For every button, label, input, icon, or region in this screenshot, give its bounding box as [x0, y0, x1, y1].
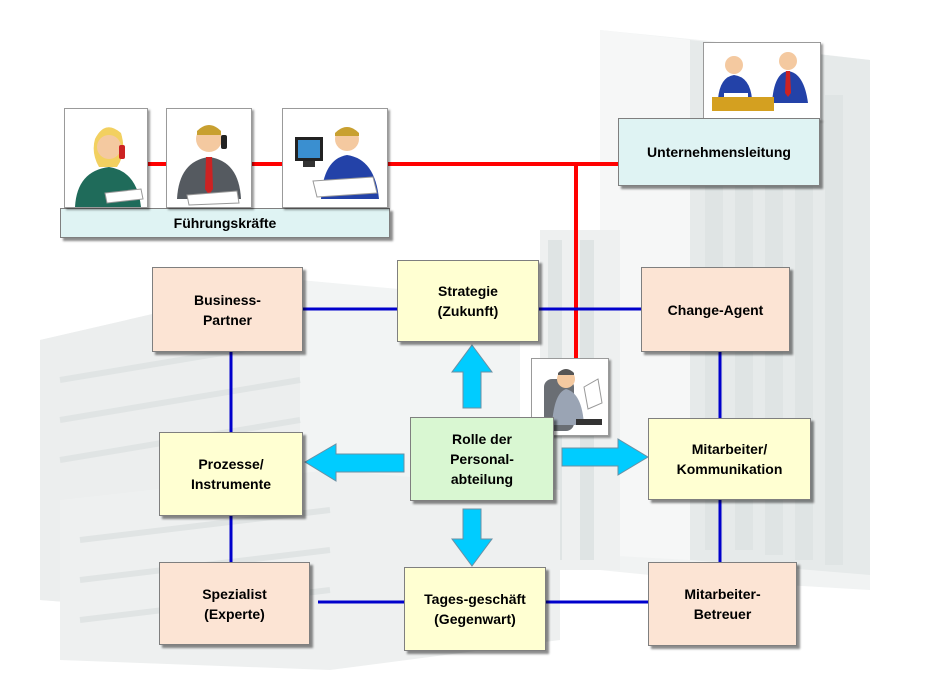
box-tagesgeschaeft: Tages-geschäft (Gegenwart)	[404, 567, 546, 651]
box-spezialist: Spezialist (Experte)	[159, 562, 310, 645]
arrow-up	[451, 344, 493, 409]
leadership-bar-label: Führungskräfte	[173, 215, 277, 231]
box-mitarbeiter-kommunikation: Mitarbeiter/ Kommunikation	[648, 418, 811, 500]
man-computer-icon	[295, 127, 379, 199]
blue-lines	[229, 307, 722, 604]
box-spezialist-label: Spezialist (Experte)	[202, 585, 267, 622]
management-box-label: Unternehmensleitung	[647, 144, 791, 160]
center-box-personalabteilung: Rolle der Personal- abteilung	[410, 417, 554, 501]
leadership-bar: Führungskräfte	[60, 208, 390, 238]
arrow-left	[304, 443, 405, 482]
man-reading-portrait	[531, 358, 609, 436]
man-computer-portrait	[282, 108, 388, 208]
meeting-icon	[712, 52, 808, 111]
man-phone-icon	[177, 125, 241, 206]
box-prozesse: Prozesse/ Instrumente	[159, 432, 303, 516]
box-mitarbeiter-betreuer: Mitarbeiter- Betreuer	[648, 562, 797, 646]
box-tagesgeschaeft-label: Tages-geschäft (Gegenwart)	[424, 591, 526, 627]
woman-phone-icon	[75, 127, 144, 207]
box-prozesse-label: Prozesse/ Instrumente	[190, 456, 272, 492]
box-mitarbeiter-kommunikation-label: Mitarbeiter/ Kommunikation	[676, 441, 783, 477]
box-business-partner: Business- Partner	[152, 267, 303, 352]
man-phone-portrait	[166, 108, 252, 208]
woman-phone-portrait	[64, 108, 148, 208]
management-box: Unternehmensleitung	[618, 118, 820, 186]
box-change-agent: Change-Agent	[641, 267, 790, 352]
arrow-down	[451, 508, 493, 567]
box-strategie-label: Strategie (Zukunft)	[437, 283, 499, 319]
box-business-partner-label: Business- Partner	[194, 291, 261, 328]
box-change-agent-label: Change-Agent	[667, 301, 764, 318]
box-mitarbeiter-betreuer-label: Mitarbeiter- Betreuer	[684, 586, 761, 622]
arrow-right	[561, 438, 649, 476]
meeting-portrait	[703, 42, 821, 120]
red-lines	[148, 162, 620, 362]
center-box-label: Rolle der Personal- abteilung	[450, 431, 514, 487]
box-strategie: Strategie (Zukunft)	[397, 260, 539, 342]
